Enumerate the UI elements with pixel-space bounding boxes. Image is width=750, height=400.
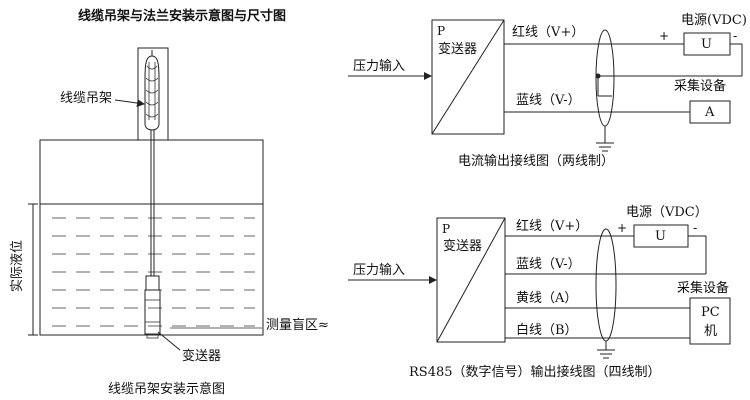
- level-label: 实际液位: [10, 240, 25, 292]
- transmitter-leader: [157, 331, 181, 351]
- top-red-wire-label: 红线（V+）: [512, 24, 584, 40]
- top-plus-sign: +: [659, 29, 669, 43]
- bottom-power-box-label: U: [655, 229, 666, 244]
- top-blue-wire-label: 蓝线（V-）: [516, 93, 581, 108]
- transmitter-probe-icon: [144, 275, 161, 339]
- bottom-device-box-line2: 机: [704, 324, 717, 339]
- left-title: 线缆吊架与法兰安装示意图与尺寸图: [78, 8, 286, 24]
- top-box-name: 变送器: [438, 41, 477, 57]
- bottom-blue-wire-label: 蓝线（V-）: [516, 257, 581, 272]
- hanger-label: 线缆吊架: [60, 90, 112, 106]
- blind-zone-label: 测量盲区≈: [266, 317, 329, 333]
- top-power-box-label: U: [701, 37, 712, 52]
- bottom-cable-shield: [595, 228, 617, 342]
- top-device-box-label: A: [704, 105, 715, 120]
- top-caption: 电流输出接线图（两线制）: [458, 153, 614, 169]
- rs485-wiring-diagram: 压力输入 P 变送器 红线（V+） + 电源（VDC） U - 蓝线（V-） 黄…: [348, 205, 731, 380]
- bottom-ground-icon: [597, 349, 615, 359]
- bottom-minus-sign: -: [693, 221, 697, 235]
- hanger-leader-arrow: [114, 99, 145, 108]
- hanger-bracket: [137, 47, 169, 141]
- bottom-power-label: 电源（VDC）: [626, 205, 708, 220]
- liquid-pattern: [52, 217, 255, 327]
- left-caption: 线缆吊架安装示意图: [108, 381, 225, 397]
- top-minus-sign: -: [733, 29, 737, 43]
- bottom-device-label: 采集设备: [677, 280, 729, 296]
- cable-hanger-icon: [144, 50, 160, 131]
- tank-installation-diagram: 线缆吊架与法兰安装示意图与尺寸图 线缆吊架: [10, 8, 329, 397]
- bottom-device-box: [689, 297, 731, 345]
- bottom-yellow-wire-label: 黄线（A）: [516, 291, 577, 306]
- bottom-device-box-line1: PC: [701, 305, 720, 320]
- top-device-box: [689, 100, 731, 124]
- bottom-red-wire-label: 红线（V+）: [516, 218, 588, 234]
- bottom-transmitter-box: [436, 217, 506, 343]
- bottom-white-wire-label: 白线（B）: [516, 322, 578, 338]
- current-output-wiring-diagram: 压力输入 P 变送器 红线（V+） + 电源(VDC) U - 蓝线（V-） 采…: [348, 13, 747, 169]
- top-device-label: 采集设备: [674, 78, 726, 94]
- bottom-box-name: 变送器: [443, 238, 482, 254]
- top-input-label: 压力输入: [353, 58, 405, 74]
- top-junction-dot: [595, 73, 601, 79]
- top-transmitter-box: [431, 19, 505, 135]
- top-box-letter: P: [437, 24, 445, 38]
- transmitter-label: 变送器: [182, 348, 221, 364]
- bottom-box-letter: P: [442, 222, 450, 236]
- bottom-input-label: 压力输入: [353, 262, 405, 278]
- bottom-plus-sign: +: [617, 221, 627, 235]
- bottom-caption: RS485（数字信号）输出接线图（四线制）: [409, 364, 661, 380]
- top-ground-icon: [596, 142, 614, 152]
- top-power-label: 电源(VDC): [681, 13, 747, 28]
